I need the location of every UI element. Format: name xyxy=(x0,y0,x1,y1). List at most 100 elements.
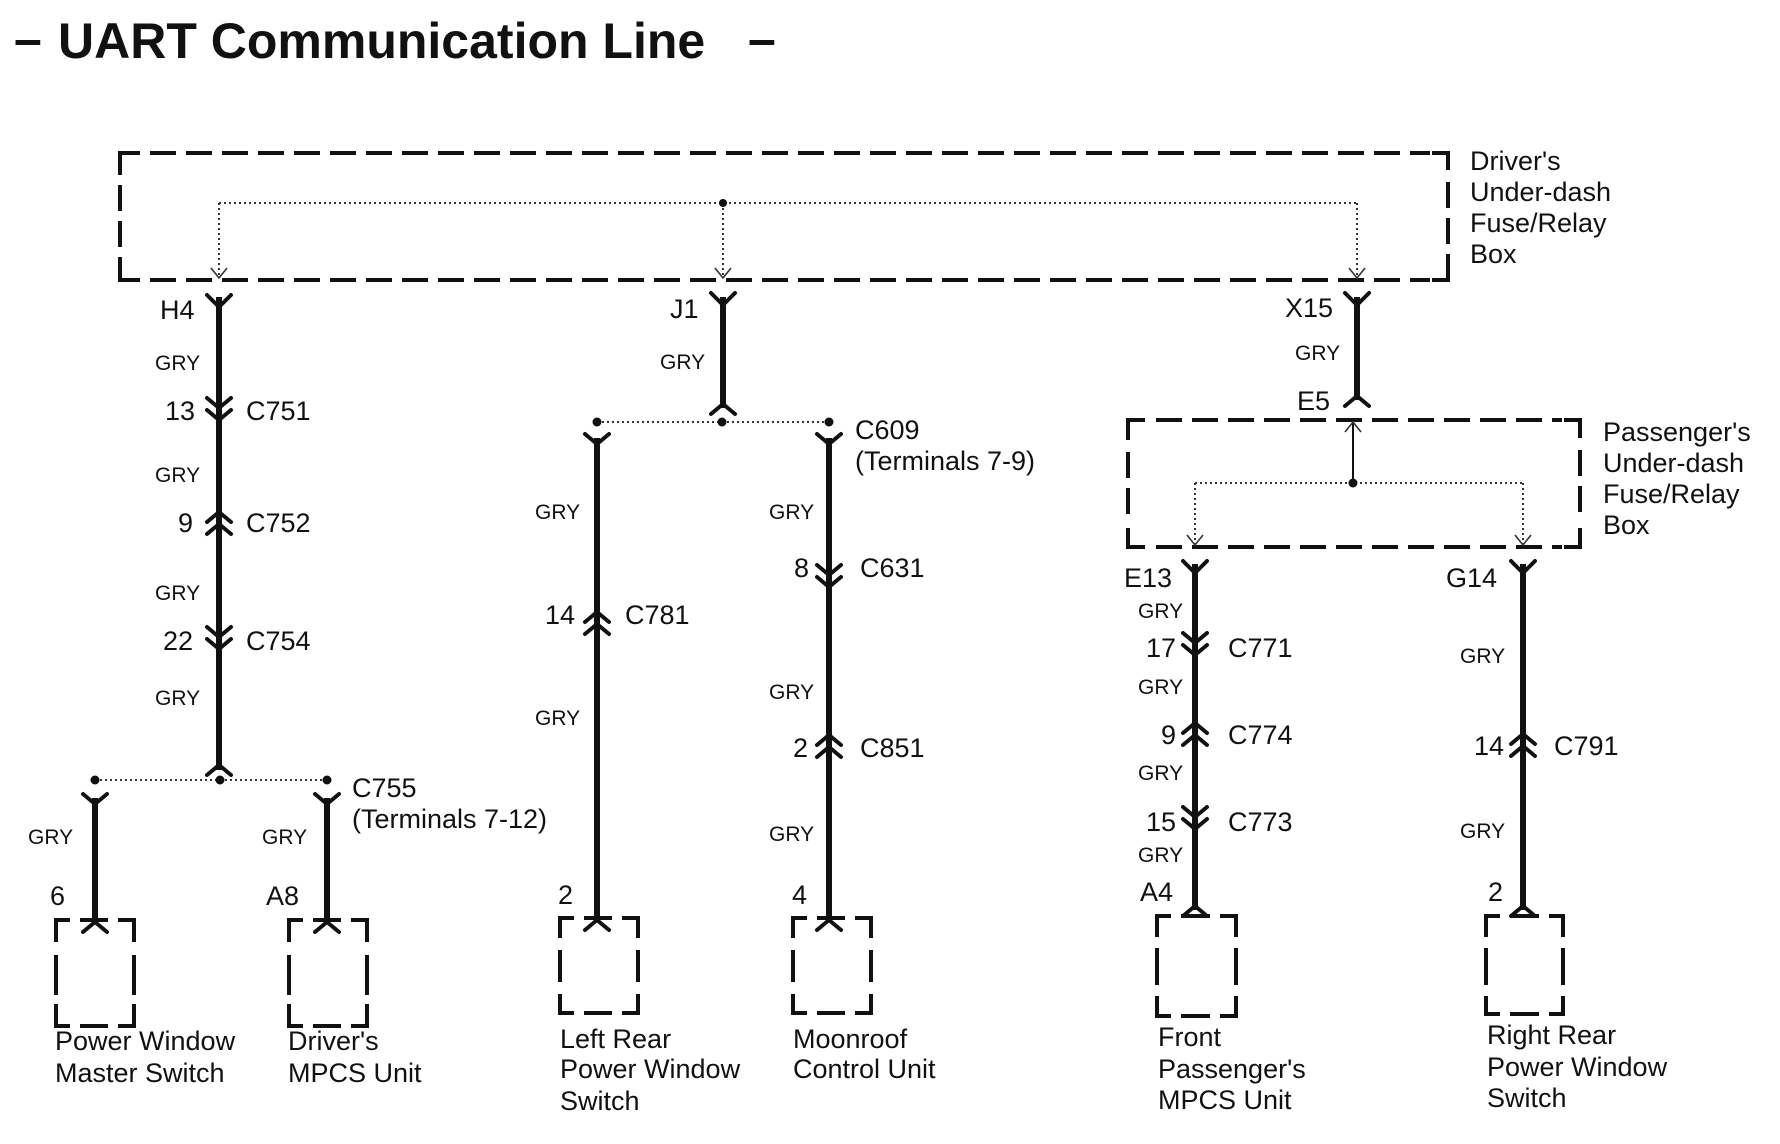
svg-text:13: 13 xyxy=(165,396,195,426)
svg-text:GRY: GRY xyxy=(535,501,580,524)
connector-c609: C609 (Terminals 7-9) xyxy=(592,415,1035,476)
component-moonroof-control-unit: GRY 8 C631 GRY 2 C851 GRY 4 Moonroof Con… xyxy=(769,432,936,1084)
svg-text:C791: C791 xyxy=(1554,731,1619,761)
svg-text:Left Rear: Left Rear xyxy=(560,1024,671,1054)
svg-text:GRY: GRY xyxy=(1138,844,1183,867)
terminal-g14-label: G14 xyxy=(1446,563,1497,593)
terminal-e5-label: E5 xyxy=(1297,386,1330,416)
connector-c631: 8 C631 xyxy=(794,553,925,589)
svg-text:C609: C609 xyxy=(855,415,920,445)
svg-text:MPCS Unit: MPCS Unit xyxy=(288,1058,422,1088)
svg-text:C781: C781 xyxy=(625,600,690,630)
svg-text:GRY: GRY xyxy=(535,707,580,730)
svg-text:GRY: GRY xyxy=(1138,676,1183,699)
svg-text:C631: C631 xyxy=(860,553,925,583)
component-left-rear-power-window-switch: GRY 14 C781 GRY 2 Left Rear Power Window… xyxy=(535,432,741,1116)
svg-text:2: 2 xyxy=(793,733,808,763)
component-power-window-master-switch: GRY 6 Power Window Master Switch xyxy=(28,792,236,1088)
terminal-j1-label: J1 xyxy=(670,294,699,324)
terminal-h4-label: H4 xyxy=(160,295,195,325)
svg-text:14: 14 xyxy=(1474,731,1504,761)
circuit-j1: J1 GRY C609 (Terminals 7-9) xyxy=(592,291,1035,476)
svg-text:C774: C774 xyxy=(1228,720,1293,750)
svg-text:8: 8 xyxy=(794,553,809,583)
svg-text:Box: Box xyxy=(1470,239,1517,269)
svg-text:Switch: Switch xyxy=(560,1086,640,1116)
svg-text:C851: C851 xyxy=(860,733,925,763)
circuit-e13: E13 GRY 17 C771 GRY 9 C774 GRY 15 C773 G… xyxy=(1124,559,1293,918)
title-dash-right: – xyxy=(748,11,776,67)
svg-text:Box: Box xyxy=(1603,510,1650,540)
svg-text:C752: C752 xyxy=(246,508,311,538)
connector-c754: 22 C754 xyxy=(163,625,311,656)
svg-text:Power Window: Power Window xyxy=(55,1026,236,1056)
svg-text:4: 4 xyxy=(792,880,807,910)
svg-text:Power Window: Power Window xyxy=(560,1054,741,1084)
wire-color-label: GRY xyxy=(155,582,200,605)
driver-fuse-relay-box xyxy=(118,151,1450,282)
component-drivers-mpcs-unit: GRY A8 Driver's MPCS Unit xyxy=(262,792,422,1088)
terminal-e13-label: E13 xyxy=(1124,563,1172,593)
connector-c771: 17 C771 xyxy=(1146,631,1293,663)
passenger-fuse-relay-box xyxy=(1126,418,1582,549)
svg-text:9: 9 xyxy=(178,508,193,538)
connector-c751: 13 C751 xyxy=(165,396,311,426)
terminal-x15-label: X15 xyxy=(1285,293,1333,323)
wire-color-label: GRY xyxy=(155,687,200,710)
svg-text:C755: C755 xyxy=(352,773,417,803)
svg-text:C773: C773 xyxy=(1228,807,1293,837)
connector-c791: 14 C791 xyxy=(1474,731,1619,761)
svg-text:Driver's: Driver's xyxy=(288,1026,379,1056)
svg-text:Front: Front xyxy=(1158,1022,1222,1052)
component-right-rear-power-window-switch: Right Rear Power Window Switch xyxy=(1484,914,1668,1113)
connector-c781: 14 C781 xyxy=(545,600,690,636)
svg-text:C771: C771 xyxy=(1228,633,1293,663)
svg-text:GRY: GRY xyxy=(1460,645,1505,668)
svg-text:Power Window: Power Window xyxy=(1487,1052,1668,1082)
component-front-passengers-mpcs-unit: Front Passenger's MPCS Unit xyxy=(1155,914,1306,1115)
svg-text:Under-dash: Under-dash xyxy=(1603,448,1744,478)
svg-text:Control Unit: Control Unit xyxy=(793,1054,936,1084)
svg-text:C751: C751 xyxy=(246,396,311,426)
svg-text:GRY: GRY xyxy=(262,826,307,849)
svg-text:C754: C754 xyxy=(246,626,311,656)
svg-text:9: 9 xyxy=(1161,720,1176,750)
svg-text:22: 22 xyxy=(163,626,193,656)
svg-text:MPCS Unit: MPCS Unit xyxy=(1158,1085,1292,1115)
svg-text:A8: A8 xyxy=(266,881,299,911)
svg-text:Passenger's: Passenger's xyxy=(1158,1054,1306,1084)
connector-c851: 2 C851 xyxy=(793,733,925,763)
wire-color-label: GRY xyxy=(155,352,200,375)
svg-text:14: 14 xyxy=(545,600,575,630)
svg-text:GRY: GRY xyxy=(1295,342,1340,365)
svg-text:Fuse/Relay: Fuse/Relay xyxy=(1470,208,1607,238)
circuit-h4: H4 GRY 13 C751 GRY 9 C752 GRY 22 C754 GR… xyxy=(90,293,547,834)
svg-text:17: 17 xyxy=(1146,633,1176,663)
svg-text:Master Switch: Master Switch xyxy=(55,1058,225,1088)
svg-text:(Terminals 7-9): (Terminals 7-9) xyxy=(855,446,1035,476)
wire-color-label: GRY xyxy=(155,464,200,487)
svg-text:GRY: GRY xyxy=(28,826,73,849)
svg-text:15: 15 xyxy=(1146,807,1176,837)
connector-c755: C755 (Terminals 7-12) xyxy=(90,773,547,834)
svg-text:Fuse/Relay: Fuse/Relay xyxy=(1603,479,1740,509)
svg-text:Passenger's: Passenger's xyxy=(1603,417,1751,447)
svg-text:Switch: Switch xyxy=(1487,1083,1567,1113)
connector-c774: 9 C774 xyxy=(1161,720,1293,750)
svg-text:GRY: GRY xyxy=(769,823,814,846)
driver-fuse-box-label: Driver's Under-dash Fuse/Relay Box xyxy=(1470,146,1611,269)
svg-text:Right Rear: Right Rear xyxy=(1487,1020,1616,1050)
connector-c773: 15 C773 xyxy=(1146,805,1293,837)
title-dash-left: – xyxy=(14,11,42,67)
connector-c752: 9 C752 xyxy=(178,508,311,538)
svg-text:A4: A4 xyxy=(1140,877,1173,907)
svg-text:GRY: GRY xyxy=(769,501,814,524)
svg-text:2: 2 xyxy=(558,880,573,910)
svg-text:6: 6 xyxy=(50,881,65,911)
page-title: UART Communication Line xyxy=(58,13,705,69)
svg-text:Moonroof: Moonroof xyxy=(793,1024,908,1054)
svg-text:GRY: GRY xyxy=(1138,762,1183,785)
passenger-fuse-box-label: Passenger's Under-dash Fuse/Relay Box xyxy=(1603,417,1751,540)
svg-text:Driver's: Driver's xyxy=(1470,146,1561,176)
